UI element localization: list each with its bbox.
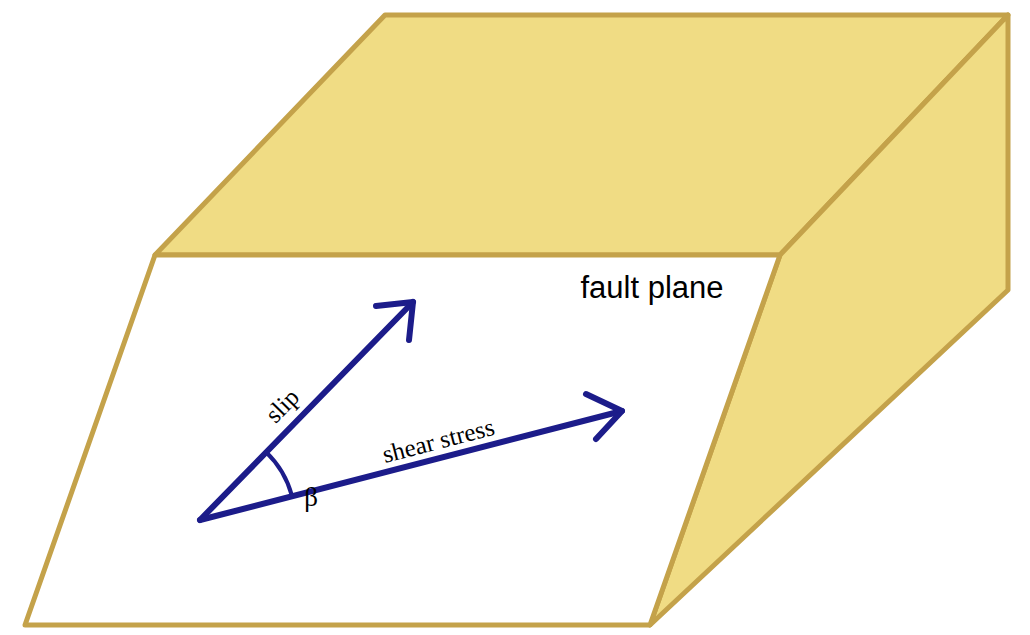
shear-stress-arrow (200, 411, 622, 520)
slip-arrow (200, 302, 413, 520)
angle-label: β (304, 484, 318, 511)
slip-arrowhead (376, 302, 413, 340)
angle-arc (266, 452, 292, 496)
fault-plane-face (25, 255, 780, 625)
fault-plane-label: fault plane (580, 272, 723, 303)
shear-stress-arrowhead (586, 394, 622, 439)
